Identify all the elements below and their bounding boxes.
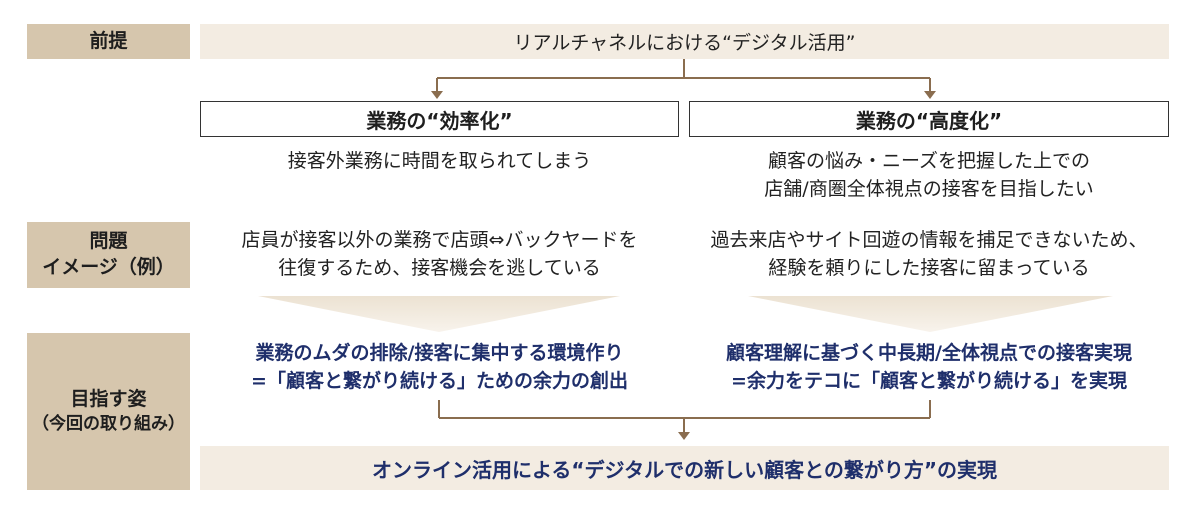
left-summary: 接客外業務に時間を取られてしまう — [200, 147, 679, 175]
right-summary-line1: 顧客の悩み・ニーズを把握した上での — [767, 150, 1091, 172]
goal-label-line2: （今回の取り組み） — [32, 413, 185, 434]
left-heading: 業務の“効率化” — [366, 108, 513, 133]
right-heading: 業務の“高度化” — [855, 108, 1003, 133]
right-arrowhead-icon — [924, 91, 936, 99]
right-goal-line2: =余力をテコに「顧客と繋がり続ける」を実現 — [731, 370, 1127, 393]
left-goal-line1: 業務のムダの排除/接客に集中する環境作り — [255, 342, 624, 364]
premise-text: リアルチャネルにおける“デジタル活用” — [513, 32, 856, 54]
left-summary-line1: 接客外業務に時間を取られてしまう — [287, 150, 592, 172]
final-goal-text: オンライン活用による“デジタルでの新しい顧客との繋がり方”の実現 — [371, 457, 998, 482]
right-problem-line1: 過去来店やサイト回遊の情報を捕足できないため、 — [710, 229, 1148, 251]
right-problem: 過去来店やサイト回遊の情報を捕足できないため、 経験を頼りにした接客に留まってい… — [689, 226, 1169, 282]
merge-arrowhead-icon — [678, 432, 690, 440]
right-summary: 顧客の悩み・ニーズを把握した上での 店舗/商圏全体視点の接客を目指したい — [689, 147, 1169, 203]
right-summary-line2: 店舗/商圏全体視点の接客を目指したい — [764, 178, 1094, 201]
left-problem-line1: 店員が接客以外の業務で店頭⇔バックヤードを — [241, 229, 638, 251]
premise-label-text: 前提 — [89, 29, 128, 52]
right-goal-line1: 顧客理解に基づく中長期/全体視点での接客実現 — [726, 342, 1132, 364]
left-chevron-icon — [258, 296, 620, 332]
problem-label-line1: 問題 — [89, 230, 128, 253]
problem-label: 問題 イメージ（例） — [27, 222, 190, 288]
left-arrowhead-icon — [431, 91, 443, 99]
left-problem-line2: 往復するため、接客機会を逃している — [278, 257, 601, 280]
left-problem: 店員が接客以外の業務で店頭⇔バックヤードを 往復するため、接客機会を逃している — [200, 226, 679, 282]
right-problem-line2: 経験を頼りにした接客に留まっている — [768, 257, 1090, 280]
left-heading-box: 業務の“効率化” — [200, 101, 679, 137]
final-goal-bar: オンライン活用による“デジタルでの新しい顧客との繋がり方”の実現 — [200, 446, 1169, 490]
left-goal-line2: =「顧客と繋がり続ける」ための余力の創出 — [251, 370, 628, 393]
goal-label: 目指す姿 （今回の取り組み） — [27, 333, 190, 490]
right-goal: 顧客理解に基づく中長期/全体視点での接客実現 =余力をテコに「顧客と繋がり続ける… — [689, 339, 1169, 395]
left-goal: 業務のムダの排除/接客に集中する環境作り =「顧客と繋がり続ける」ための余力の創… — [200, 339, 679, 395]
right-heading-box: 業務の“高度化” — [689, 101, 1169, 137]
premise-bar: リアルチャネルにおける“デジタル活用” — [200, 24, 1169, 59]
premise-label: 前提 — [27, 24, 190, 59]
problem-label-line2: イメージ（例） — [42, 256, 175, 278]
goal-label-line1: 目指す姿 — [70, 388, 147, 411]
right-chevron-icon — [748, 296, 1113, 332]
